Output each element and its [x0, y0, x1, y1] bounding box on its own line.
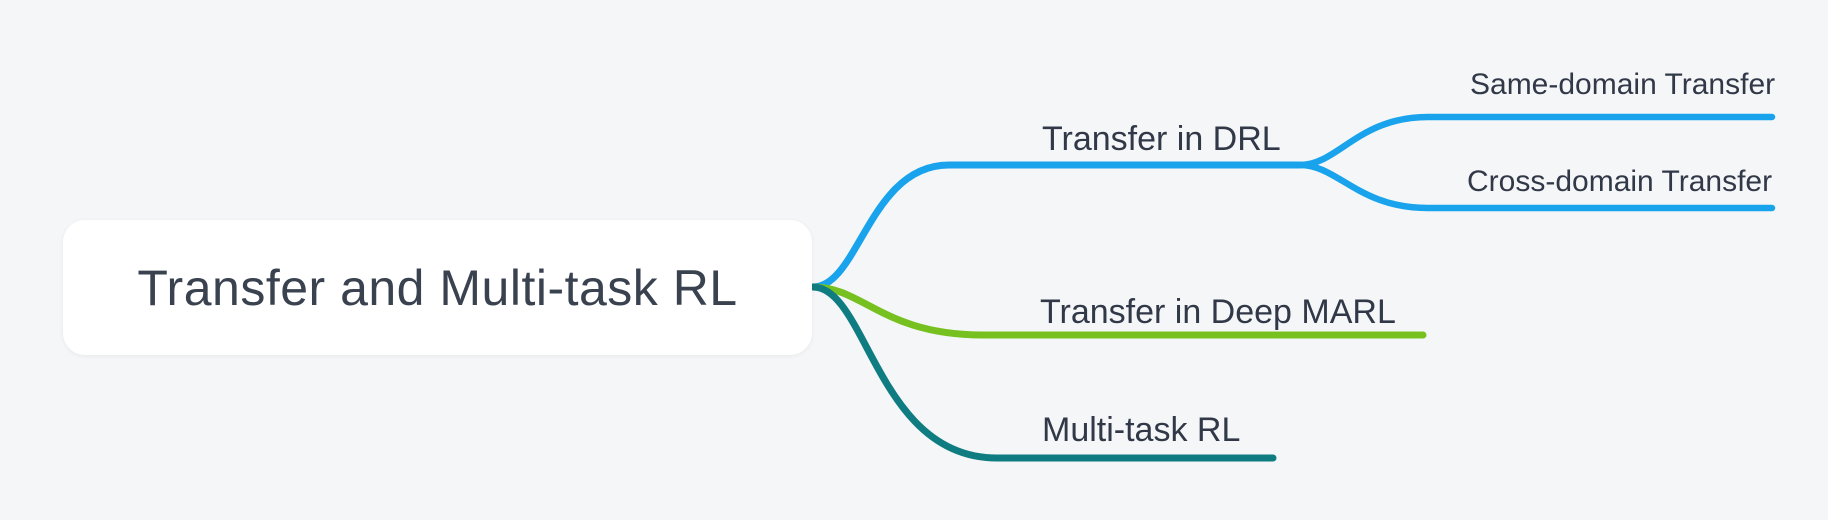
- node-root[interactable]: Transfer and Multi-task RL: [63, 220, 812, 355]
- link-transfer-drl-to-same-domain: [1296, 113, 1776, 169]
- node-cross-domain-transfer[interactable]: Cross-domain Transfer: [1467, 165, 1773, 198]
- node-transfer-in-deep-marl[interactable]: Transfer in Deep MARL: [1040, 293, 1396, 331]
- node-multi-task-rl[interactable]: Multi-task RL: [1042, 411, 1241, 449]
- node-same-domain-transfer[interactable]: Same-domain Transfer: [1470, 68, 1776, 101]
- node-transfer-in-drl[interactable]: Transfer in DRL: [1042, 120, 1281, 158]
- link-root-to-transfer-drl: [809, 161, 1304, 291]
- link-root-to-multitask: [809, 283, 1277, 462]
- link-root-to-deep-marl: [809, 283, 1427, 339]
- link-transfer-drl-to-cross-domain: [1296, 161, 1776, 212]
- node-root-label: Transfer and Multi-task RL: [137, 259, 738, 316]
